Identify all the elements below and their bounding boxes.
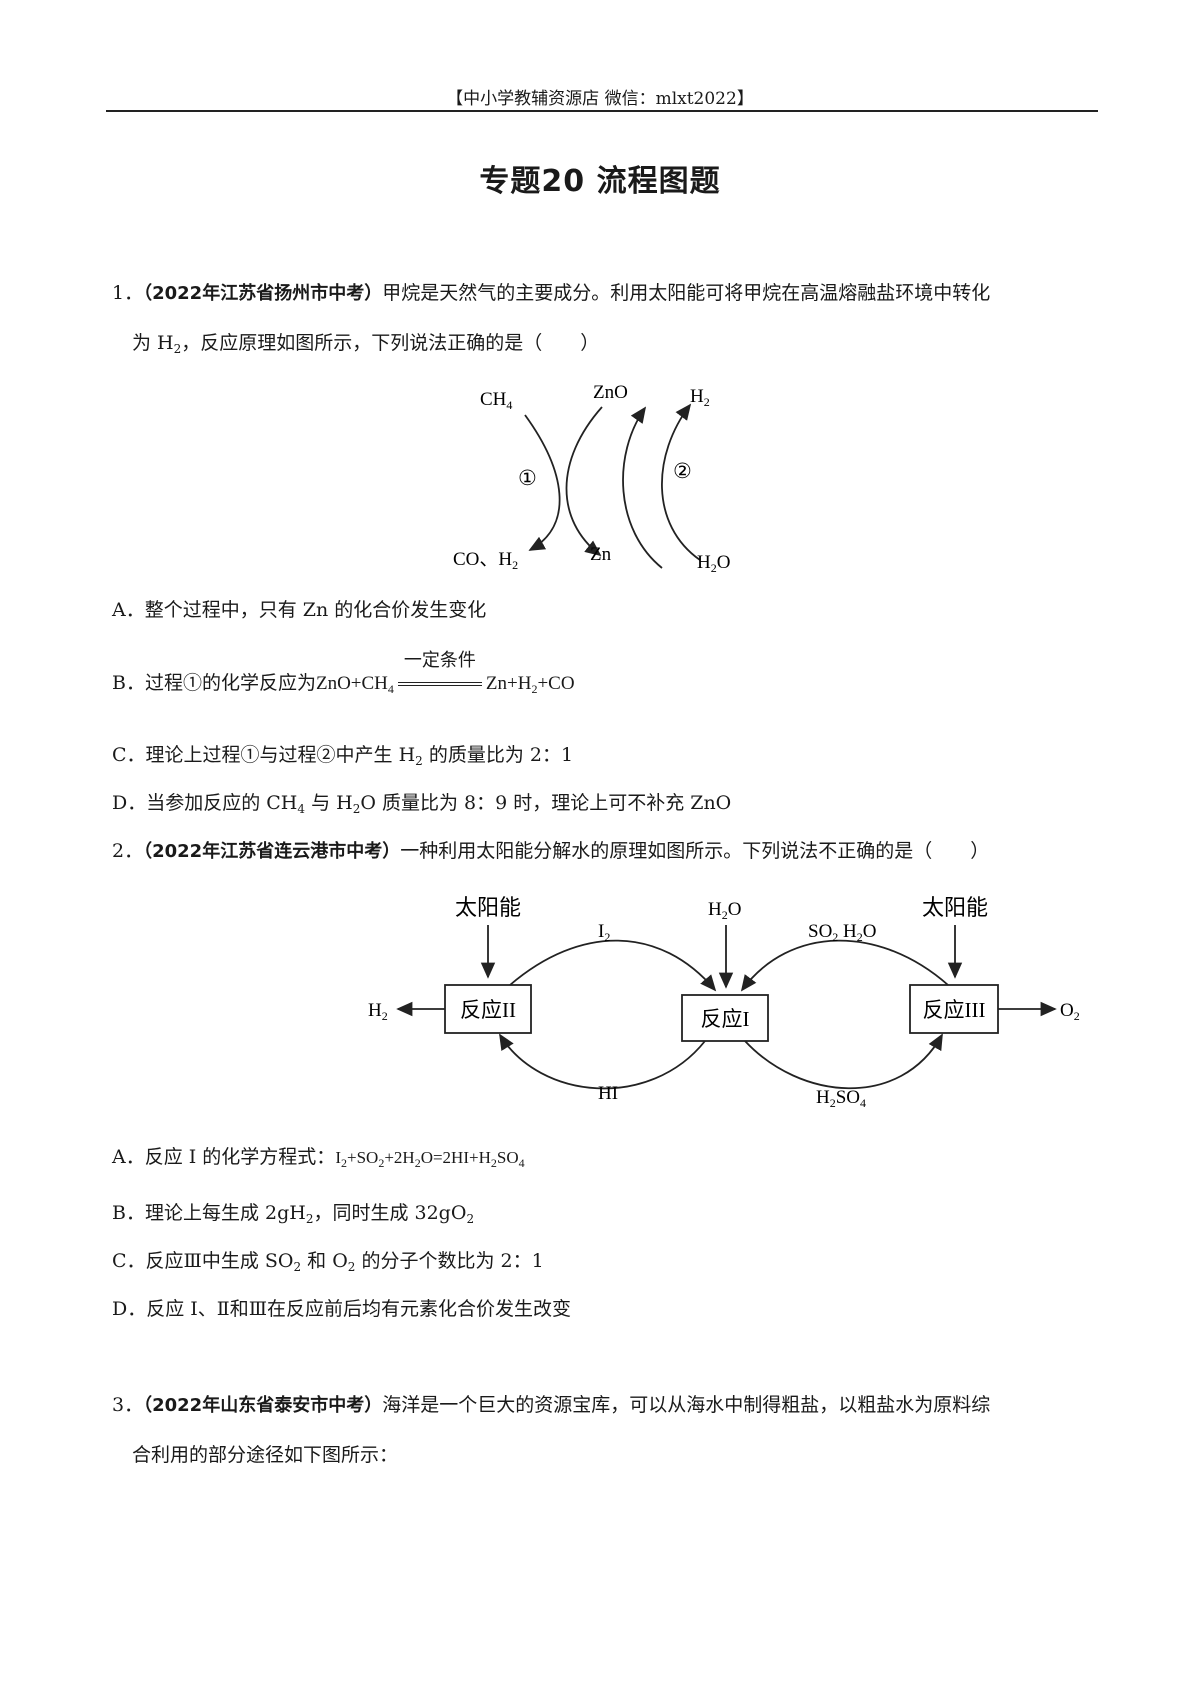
- reaction-2-label: 反应II: [460, 998, 516, 1022]
- zn-label: Zn: [590, 544, 612, 565]
- arrow-h2so4: [744, 1033, 943, 1090]
- q1-optb-left: ZnO+CH4: [315, 673, 394, 696]
- reaction-3-label: 反应III: [923, 998, 986, 1022]
- arrow-ch4-to-co: [524, 414, 561, 551]
- h2so4-label: H2SO4: [816, 1087, 866, 1110]
- q1-option-b: B．过程①的化学反应为ZnO+CH4 一定条件 Zn+H2+CO: [112, 650, 575, 697]
- zno-label: ZnO: [593, 382, 628, 403]
- solar-left-label: 太阳能: [455, 895, 521, 920]
- q2-option-a: A．反应 I 的化学方程式：I2+SO2+2H2O=2HI+H2SO4: [112, 1146, 525, 1170]
- q1-optb-right: Zn+H2+CO: [485, 673, 575, 696]
- q2-flow-diagram: 太阳能 H2O 太阳能 反应II 反应I 反应III H2 O2 I2 SO2 …: [368, 895, 1080, 1110]
- condition-text: 一定条件: [403, 650, 476, 671]
- q2-number: 2．: [112, 840, 144, 862]
- q1-option-a: A．整个过程中，只有 Zn 的化合价发生变化: [112, 599, 487, 621]
- header-divider: [106, 110, 1098, 112]
- q1-stem-line1: 1．（2022年江苏省扬州市中考）甲烷是天然气的主要成分。利用太阳能可将甲烷在高…: [112, 280, 990, 307]
- h2o-label: H2O: [697, 552, 730, 575]
- q3-source: （2022年山东省泰安市中考）: [143, 1395, 383, 1416]
- arrow-h2o-to-h2: [661, 403, 701, 561]
- q3-stem-line1: 3．（2022年山东省泰安市中考）海洋是一个巨大的资源宝库，可以从海水中制得粗盐…: [112, 1392, 990, 1419]
- q3-number: 3．: [112, 1394, 144, 1416]
- q2-option-b: B．理论上每生成 2gH2，同时生成 32gO2: [112, 1202, 475, 1226]
- q1-stem2-b: ，反应原理如图所示，下列说法正确的是（ ）: [181, 332, 600, 354]
- q1-number: 1．: [112, 282, 144, 304]
- q1-stem2-a: 为 H: [132, 332, 174, 354]
- o2-out-label: O2: [1060, 1000, 1080, 1023]
- reaction-1-box: [681, 994, 769, 1042]
- q1-option-c: C．理论上过程①与过程②中产生 H2 的质量比为 2：1: [112, 744, 574, 768]
- co-h2-label: CO、H2: [453, 549, 518, 572]
- q2-option-d: D．反应 I、Ⅱ和Ⅲ在反应前后均有元素化合价发生改变: [112, 1298, 572, 1320]
- q2-option-c: C．反应Ⅲ中生成 SO2 和 O2 的分子个数比为 2：1: [112, 1250, 544, 1274]
- q1-stem-line2: 为 H2，反应原理如图所示，下列说法正确的是（ ）: [132, 330, 599, 356]
- q1-source: （2022年江苏省扬州市中考）: [143, 283, 383, 304]
- h2o-top-label: H2O: [708, 899, 741, 922]
- q2-stem: 2．（2022年江苏省连云港市中考）一种利用太阳能分解水的原理如图所示。下列说法…: [112, 838, 989, 865]
- sub: 2: [173, 342, 182, 356]
- step2-label: ②: [673, 459, 692, 483]
- h2-label: H2: [690, 386, 710, 409]
- arrow-so2-h2o: [740, 939, 949, 992]
- arrow-i2: [509, 939, 717, 992]
- q1-option-d: D．当参加反应的 CH4 与 H2O 质量比为 8：9 时，理论上可不补充 Zn…: [112, 792, 732, 816]
- h2-out-label: H2: [368, 1000, 388, 1023]
- so2-h2o-label: SO2 H2O: [808, 921, 877, 944]
- q2-stem-text: 一种利用太阳能分解水的原理如图所示。下列说法不正确的是（ ）: [400, 840, 990, 862]
- page-title: 专题20 流程图题: [479, 164, 721, 199]
- q1-stem-text: 甲烷是天然气的主要成分。利用太阳能可将甲烷在高温熔融盐环境中转化: [382, 282, 991, 304]
- q3-stem-line2: 合利用的部分途径如下图所示：: [132, 1444, 399, 1466]
- arrow-zno-to-zn: [565, 406, 603, 557]
- solar-right-label: 太阳能: [922, 895, 988, 920]
- reaction-1-label: 反应I: [701, 1007, 750, 1031]
- q1-reaction-diagram: CH4 ZnO H2 ① ② CO、H2 Zn H2O: [453, 382, 730, 575]
- q3-stem-text: 海洋是一个巨大的资源宝库，可以从海水中制得粗盐，以粗盐水为原料综: [382, 1394, 991, 1416]
- q2-source: （2022年江苏省连云港市中考）: [143, 841, 401, 862]
- arrow-hi: [499, 1033, 706, 1090]
- hi-label: HI: [598, 1083, 618, 1104]
- q1-optb-prefix: B．过程①的化学反应为: [112, 672, 316, 694]
- ch4-label: CH4: [480, 389, 512, 412]
- page-header: 【中小学教辅资源店 微信：mlxt2022】: [446, 89, 754, 109]
- arrow-zn-to-zno: [622, 406, 663, 569]
- step1-label: ①: [518, 466, 537, 490]
- i2-label: I2: [598, 921, 610, 944]
- reaction-condition: 一定条件: [397, 650, 482, 696]
